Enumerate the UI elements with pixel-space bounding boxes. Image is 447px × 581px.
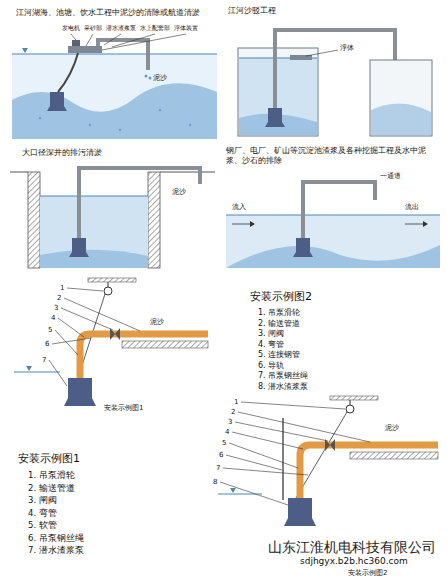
flow-label: 泥沙 — [150, 318, 164, 326]
parts-list-item: 1. 吊泵滑轮 — [28, 470, 75, 480]
company-name: 山东江淮机电科技有限公司 — [268, 539, 436, 556]
parts-list-item: 2. 输送管道 — [28, 483, 75, 493]
install-figure-1 — [14, 278, 208, 406]
part-label: 一通道 — [380, 172, 401, 180]
parts-list-item: 6. 吊泵钢丝绳 — [28, 533, 84, 543]
callout-number: 6 — [219, 451, 223, 459]
callout-number: 2 — [231, 408, 235, 416]
panel-title: 江河沙驳工程 — [228, 6, 276, 16]
callout-number: 5 — [48, 326, 52, 334]
part-label: 发电机 — [62, 24, 80, 31]
parts-list-item: 1. 吊泵滑轮 — [258, 308, 300, 318]
part-label: 潜水渣浆泵 — [106, 24, 136, 31]
panel-title: 钢厂、电厂、矿山等沉淀池渣浆及各种挖掘工程及水中泥浆、沙石的排除 — [226, 146, 436, 165]
callout-number: 2 — [57, 294, 61, 302]
flow-label: 流入 — [232, 203, 246, 211]
flow-label: 泥沙 — [153, 74, 167, 82]
install-figure-2 — [218, 396, 438, 526]
callout-number: 8 — [213, 478, 217, 486]
callout-number: 4 — [225, 428, 229, 436]
settling-pond-scene — [226, 182, 440, 268]
part-label: 浮体装置 — [174, 24, 198, 31]
flow-label: 泥沙 — [172, 188, 186, 196]
part-label: 浮体 — [340, 44, 354, 52]
flow-label: 泥沙 — [385, 424, 399, 432]
callout-number: 3 — [228, 418, 232, 426]
part-label: 水上配套部 — [140, 24, 170, 31]
website: sdjhgyx.b2b.hc360.com — [300, 556, 408, 567]
parts-list-item: 4. 弯管 — [258, 340, 284, 350]
callout-number: 6 — [45, 340, 49, 348]
callout-number: 1 — [60, 284, 64, 292]
callout-number: 7 — [42, 356, 46, 364]
flow-label: 流出 — [405, 203, 419, 211]
callout-number: 5 — [222, 439, 226, 447]
figure-caption: 安装示例图2 — [348, 569, 387, 577]
parts-list-item: 5. 软管 — [28, 520, 57, 530]
callout-number: 3 — [54, 304, 58, 312]
list-heading: 安装示例图1 — [18, 452, 80, 465]
callout-number: 7 — [216, 464, 220, 472]
part-label: 采砂部 — [84, 24, 102, 31]
parts-list-item: 7. 潜水渣浆泵 — [28, 545, 84, 555]
parts-list-item: 4. 弯管 — [28, 508, 57, 518]
barge-scene — [238, 30, 432, 136]
parts-list-item: 6. 导轨 — [258, 361, 284, 371]
panel-title: 大口径深井的排污清淤 — [22, 148, 102, 158]
parts-list-item: 5. 连接钢管 — [258, 350, 300, 360]
list-heading: 安装示例图2 — [250, 290, 312, 303]
well-scene — [10, 168, 215, 268]
dredging-scene — [12, 34, 217, 139]
panel-title: 江河湖海、池塘、饮水工程中泥沙的清除或航道清淤 — [16, 8, 200, 18]
figure-caption: 安装示例图1 — [104, 404, 143, 412]
callout-number: 4 — [51, 314, 55, 322]
parts-list-item: 7. 吊泵钢丝绳 — [258, 371, 308, 381]
parts-list-item: 3. 闸阀 — [258, 329, 284, 339]
parts-list-item: 3. 闸阀 — [28, 495, 57, 505]
parts-list-item: 8. 潜水渣浆泵 — [258, 382, 308, 392]
parts-list-item: 2. 输送管道 — [258, 319, 300, 329]
callout-number: 1 — [234, 398, 238, 406]
